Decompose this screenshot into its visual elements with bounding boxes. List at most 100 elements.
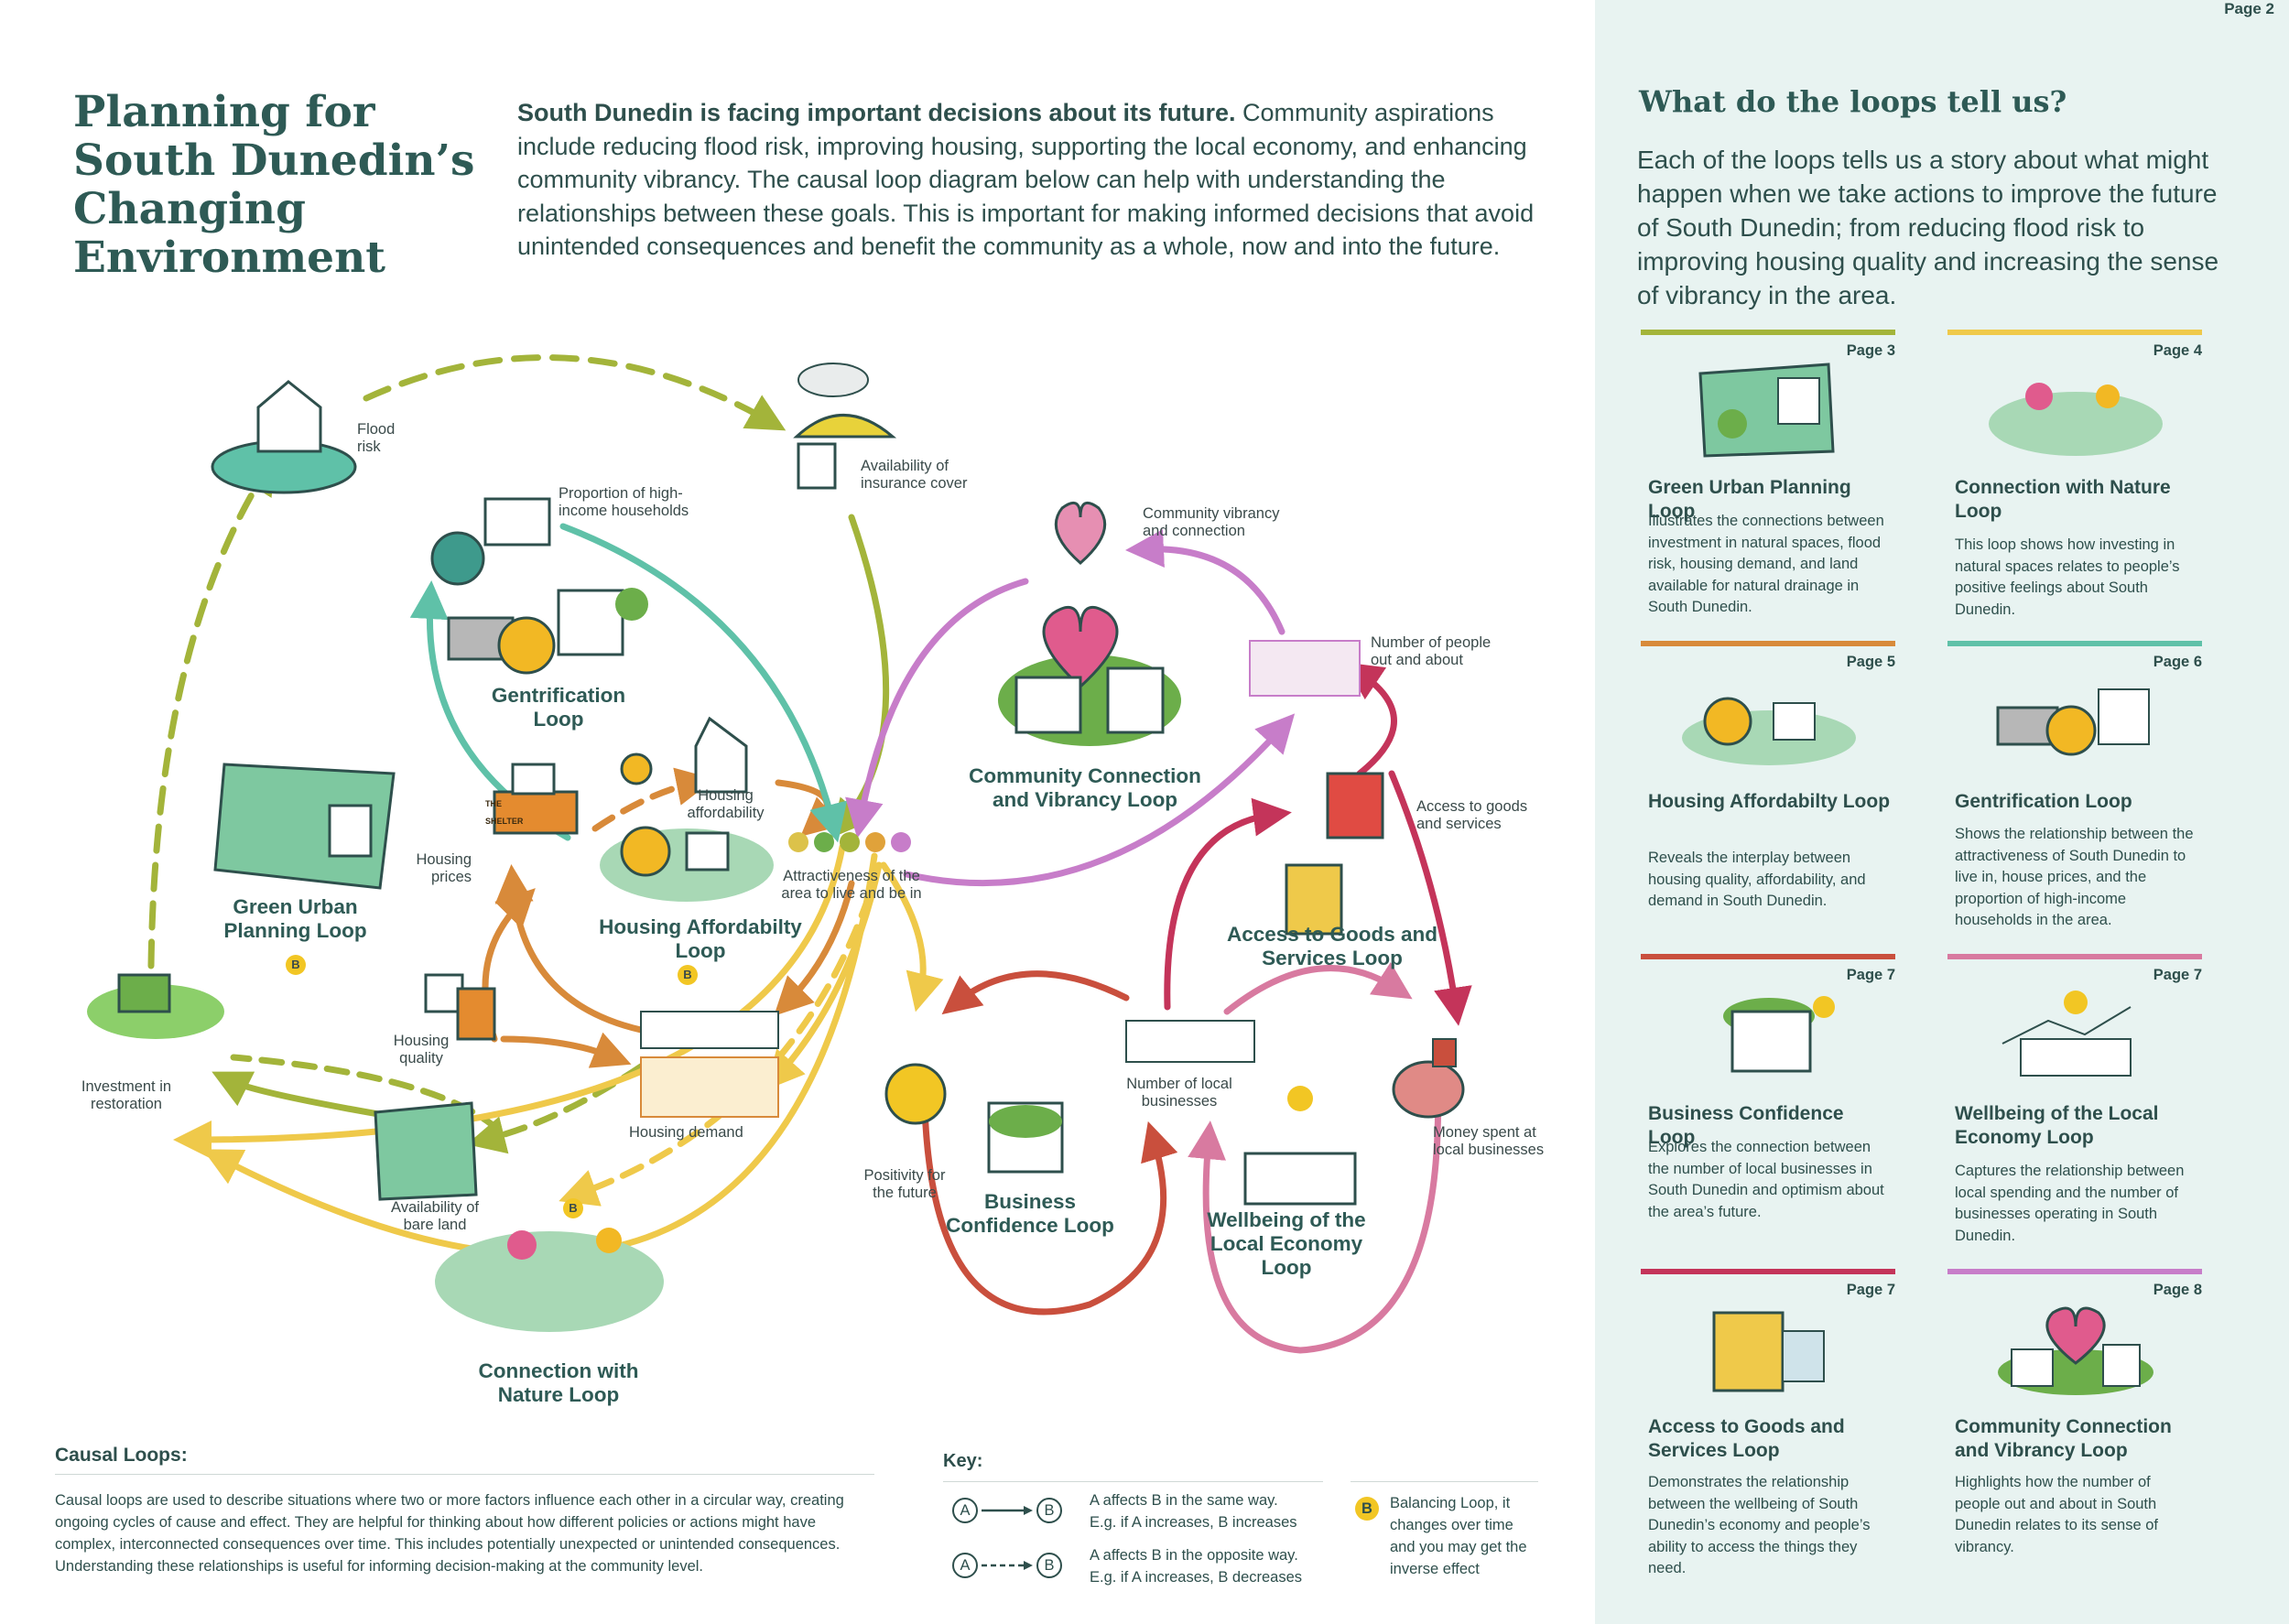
- card-title: Housing Affordabilty Loop: [1648, 791, 1891, 812]
- card-page: Page 6: [2153, 654, 2202, 670]
- key-section: Key: A B A affects B in the same way. E.…: [943, 1451, 1543, 1586]
- loop-card-green-urban[interactable]: Page 3 Green Urban Planning Loop Illustr…: [1641, 330, 1895, 632]
- gentrification-icon: [1996, 688, 2150, 756]
- key-opp-line2: E.g. if A increases, B decreases: [1090, 1569, 1303, 1586]
- card-page: Page 7: [1846, 1282, 1895, 1298]
- key-same-line2: E.g. if A increases, B increases: [1090, 1514, 1297, 1531]
- node-positivity: Positivity for the future: [863, 1167, 946, 1201]
- card-title: Green Urban Planning Loop: [1648, 477, 1851, 522]
- attractiveness-illustration: [788, 832, 911, 852]
- loop-community: Community Connection and Vibrancy Loop: [969, 764, 1201, 811]
- card-description: This loop shows how investing in natural…: [1955, 536, 2180, 618]
- sun-illustration: [884, 1063, 947, 1125]
- housing-affordability-illustration: [600, 716, 774, 902]
- card-title: Connection with Nature Loop: [1955, 477, 2171, 522]
- wellbeing-icon: [2002, 991, 2132, 1077]
- balancing-icon: B: [563, 1198, 583, 1218]
- card-color-bar: [1947, 641, 2202, 646]
- loop-wellbeing: Wellbeing of the Local Economy Loop: [1207, 1208, 1366, 1279]
- page-title: Planning for South Dunedin’s Changing En…: [73, 88, 494, 282]
- key-letter-b: B: [1036, 1498, 1062, 1523]
- people-illustration: [1249, 640, 1361, 697]
- node-housing-quality: Housing quality: [393, 1033, 450, 1066]
- card-color-bar: [1947, 1269, 2202, 1274]
- loop-access-goods: Access to Goods and Services Loop: [1226, 923, 1438, 969]
- flood-house-illustration: [211, 380, 357, 494]
- loop-card-business[interactable]: Page 7 Business Confidence Loop Explores…: [1641, 954, 1895, 1256]
- card-title: Community Connection and Vibrancy Loop: [1955, 1416, 2172, 1461]
- card-description: Shows the relationship between the attra…: [1955, 826, 2194, 928]
- card-description: Explores the connection between the numb…: [1648, 1139, 1884, 1220]
- high-income-illustration: [430, 497, 551, 586]
- card-description: Captures the relationship between local …: [1955, 1163, 2185, 1244]
- intro-body: Community aspirations include reducing f…: [517, 99, 1535, 260]
- intro-lead: South Dunedin is facing important decisi…: [517, 99, 1236, 126]
- solid-arrow-icon: [982, 1506, 1033, 1515]
- card-page: Page 7: [2153, 967, 2202, 983]
- node-housing-demand: Housing demand: [629, 1124, 743, 1141]
- card-color-bar: [1641, 641, 1895, 646]
- key-divider: [943, 1481, 1323, 1482]
- causal-loops-section: Causal Loops: Causal loops are used to d…: [55, 1445, 874, 1577]
- key-same-symbol: A B: [952, 1494, 1080, 1531]
- loop-card-wellbeing[interactable]: Page 7 Wellbeing of the Local Economy Lo…: [1947, 954, 2202, 1256]
- community-illustration: [998, 605, 1181, 746]
- title-line-3: Changing: [73, 184, 306, 234]
- key-same-line1: A affects B in the same way.: [1090, 1492, 1278, 1509]
- piggy-bank-illustration: [1392, 1038, 1465, 1119]
- insurance-umbrella-illustration: [793, 363, 897, 490]
- card-description: Reveals the interplay between housing qu…: [1648, 850, 1866, 909]
- investment-illustration: [87, 973, 224, 1039]
- node-bare-land: Availability of bare land: [391, 1199, 479, 1233]
- balancing-icon: B: [286, 955, 306, 975]
- key-letter-a: A: [952, 1553, 978, 1578]
- shopping-bags-illustration: [1285, 772, 1384, 936]
- node-housing-prices: Housing prices: [416, 851, 472, 885]
- card-title: Gentrification Loop: [1955, 791, 2132, 812]
- key-opp-line1: A affects B in the opposite way.: [1090, 1547, 1298, 1564]
- loop-card-nature[interactable]: Page 4 Connection with Nature Loop This …: [1947, 330, 2202, 632]
- loop-card-community[interactable]: Page 8 Community Connection and Vibrancy…: [1947, 1269, 2202, 1571]
- shelter-sign: THE SHELTER: [485, 799, 524, 826]
- key-opposite-text: A affects B in the opposite way. E.g. if…: [1090, 1544, 1328, 1588]
- causal-text: Causal loops are used to describe situat…: [55, 1492, 844, 1575]
- intro-paragraph: South Dunedin is facing important decisi…: [517, 96, 1543, 264]
- diagram-arrows: [87, 354, 1472, 1354]
- loop-gentrification: Gentrification Loop: [491, 684, 626, 731]
- node-attractiveness: Attractiveness of the area to live and b…: [781, 868, 922, 902]
- key-divider: [1351, 1481, 1538, 1482]
- card-description: Illustrates the connections between inve…: [1648, 513, 1884, 615]
- heart-illustration: [1054, 501, 1107, 565]
- title-line-2: South Dunedin’s: [73, 135, 475, 186]
- title-line-1: Planning for: [73, 87, 375, 137]
- green-urban-icon: [1698, 363, 1835, 458]
- loop-green-urban: Green Urban Planning Loop: [223, 895, 367, 942]
- loop-card-housing-affordability[interactable]: Page 5 Housing Affordabilty Loop Reveals…: [1641, 641, 1895, 943]
- causal-heading: Causal Loops:: [55, 1445, 874, 1475]
- card-page: Page 4: [2153, 342, 2202, 359]
- gentrification-illustration: [447, 588, 648, 675]
- nature-illustration: [435, 1228, 664, 1332]
- page-number: Page 2: [2224, 0, 2274, 17]
- card-page: Page 5: [1846, 654, 1895, 670]
- card-page: Page 3: [1846, 342, 1895, 359]
- loop-card-gentrification[interactable]: Page 6 Gentrification Loop Shows the rel…: [1947, 641, 2202, 943]
- housing-demand-illustration: [640, 1011, 779, 1118]
- key-balancing-icon: B: [1355, 1497, 1379, 1521]
- right-panel-lead: Each of the loops tells us a story about…: [1637, 146, 2219, 309]
- card-color-bar: [1641, 330, 1895, 335]
- card-color-bar: [1947, 954, 2202, 959]
- key-same-text: A affects B in the same way. E.g. if A i…: [1090, 1489, 1328, 1533]
- right-panel: Page 2 What do the loops tell us? Each o…: [1595, 0, 2289, 1624]
- loop-housing-affordability: Housing Affordabilty Loop: [599, 915, 802, 962]
- title-line-4: Environment: [73, 233, 385, 283]
- balancing-icon: B: [678, 965, 698, 985]
- card-title: Access to Goods and Services Loop: [1648, 1416, 1845, 1461]
- node-insurance: Availability of insurance cover: [861, 458, 968, 492]
- card-title: Wellbeing of the Local Economy Loop: [1955, 1103, 2159, 1148]
- loop-card-access-goods[interactable]: Page 7 Access to Goods and Services Loop…: [1641, 1269, 1895, 1576]
- card-color-bar: [1641, 1269, 1895, 1274]
- dashed-arrow-icon: [982, 1561, 1033, 1570]
- card-color-bar: [1947, 330, 2202, 335]
- key-balancing-text: Balancing Loop, it changes over time and…: [1390, 1495, 1527, 1577]
